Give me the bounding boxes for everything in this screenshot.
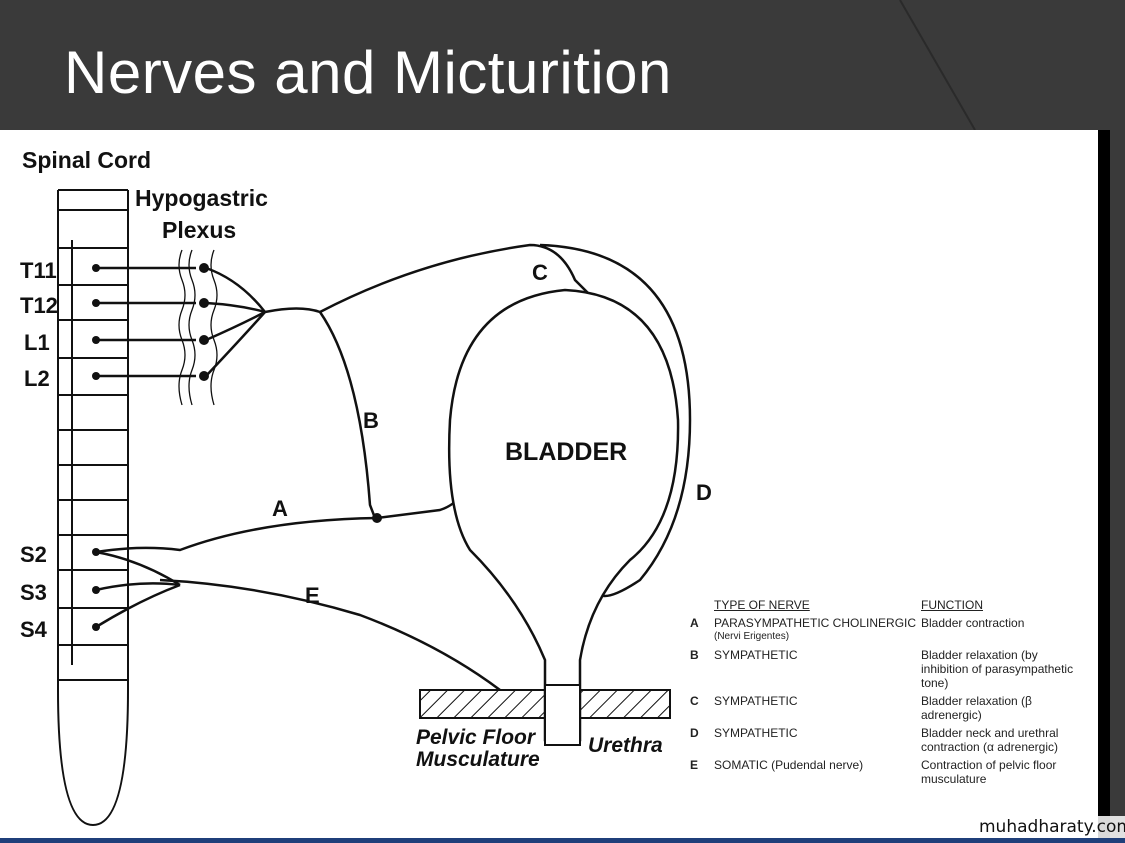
- spinal-cord-label: Spinal Cord: [22, 147, 151, 173]
- urethra: [544, 684, 581, 746]
- image-border: [1098, 130, 1110, 838]
- legend-function: Bladder neck and urethral contraction (α…: [921, 726, 1059, 754]
- hypogastric-plexus: [178, 249, 218, 406]
- segment-label: S4: [20, 617, 48, 642]
- urethra-label: Urethra: [588, 734, 663, 757]
- legend-key: B: [690, 648, 699, 662]
- segment-label: T11: [20, 258, 57, 283]
- legend-header-function: FUNCTION: [921, 598, 983, 612]
- legend-row: B SYMPATHETIC Bladder relaxation (by inh…: [690, 648, 1090, 690]
- slide-title: Nerves and Micturition: [64, 39, 672, 106]
- hypogastric-label: Hypogastric: [135, 185, 268, 211]
- legend-row: A PARASYMPATHETIC CHOLINERGIC(Nervi Erig…: [690, 616, 1090, 644]
- legend-row: D SYMPATHETIC Bladder neck and urethral …: [690, 726, 1090, 754]
- bladder-label: BLADDER: [505, 438, 627, 466]
- legend-function: Bladder relaxation (by inhibition of par…: [921, 648, 1074, 690]
- nerve-a-label: A: [272, 496, 288, 521]
- plexus-label: Plexus: [162, 217, 236, 243]
- segment-label: L1: [24, 330, 50, 355]
- header-decoration: [899, 0, 976, 130]
- segment-label: S3: [20, 580, 47, 605]
- legend-type: SOMATIC (Pudendal nerve): [714, 758, 864, 772]
- musculature-label: Musculature: [416, 748, 540, 771]
- bottom-border: [0, 838, 1125, 843]
- pelvic-floor-label: Pelvic Floor: [416, 726, 537, 749]
- legend-type: SYMPATHETIC: [714, 648, 798, 662]
- legend-header-type: TYPE OF NERVE: [714, 598, 810, 612]
- segment-label: S2: [20, 542, 47, 567]
- legend-type: PARASYMPATHETIC CHOLINERGIC: [714, 616, 917, 630]
- micturition-diagram: Spinal Cord Hypogastric Plexus T11 T12 L…: [20, 147, 712, 827]
- legend-key: C: [690, 694, 699, 708]
- legend-type: SYMPATHETIC: [714, 726, 798, 740]
- legend-key: A: [690, 616, 699, 630]
- legend-row: E SOMATIC (Pudendal nerve) Contraction o…: [690, 758, 1090, 786]
- nerve-legend: TYPE OF NERVE FUNCTION A PARASYMPATHETIC…: [690, 598, 1090, 790]
- segment-label: L2: [24, 366, 50, 391]
- nerve-d-label: D: [696, 480, 712, 505]
- legend-row: C SYMPATHETIC Bladder relaxation (β adre…: [690, 694, 1090, 722]
- spinal-cord: [57, 189, 129, 827]
- watermark: muhadharaty.com: [975, 816, 1125, 838]
- nerve-b-label: B: [363, 408, 379, 433]
- legend-function: Bladder contraction: [921, 616, 1025, 630]
- sympathetic-nerves: [96, 243, 692, 598]
- ganglia: [92, 263, 382, 631]
- sacral-nerves: [95, 494, 501, 692]
- legend-key: E: [690, 758, 699, 772]
- legend-type: SYMPATHETIC: [714, 694, 798, 708]
- legend-key: D: [690, 726, 699, 740]
- nerve-e-label: E: [305, 583, 320, 608]
- nerve-c-label: C: [532, 260, 548, 285]
- legend-note: (Nervi Erigentes): [714, 631, 790, 642]
- legend-function: Bladder relaxation (β adrenergic): [921, 694, 1032, 722]
- bladder: [447, 288, 680, 742]
- segment-label: T12: [20, 293, 58, 318]
- legend-function: Contraction of pelvic floor musculature: [921, 758, 1057, 786]
